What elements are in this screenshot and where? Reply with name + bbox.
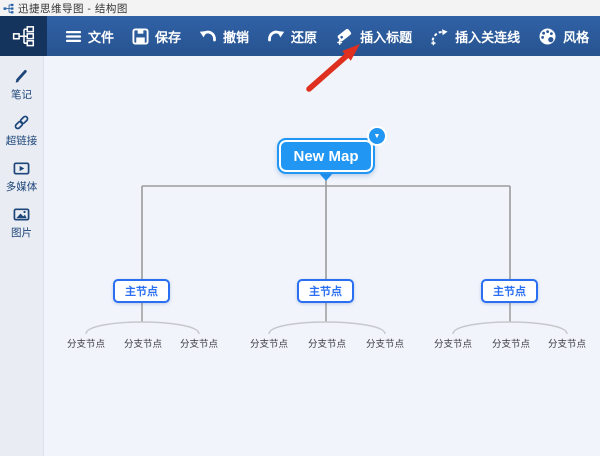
branch-node[interactable]: 分支节点 bbox=[547, 339, 587, 350]
sidebar-item-image-label: 图片 bbox=[11, 227, 32, 239]
branch-node[interactable]: 分支节点 bbox=[249, 339, 289, 350]
floppy-save-icon bbox=[132, 27, 149, 45]
sidebar-item-notes-label: 笔记 bbox=[11, 89, 32, 101]
hamburger-menu-icon bbox=[65, 30, 82, 42]
mindmap-canvas[interactable]: New Map ▼ 主节点 主节点 主节点 分支节点 分支节点 分支节点 分支节… bbox=[44, 56, 600, 456]
sidebar-item-notes[interactable]: 笔记 bbox=[11, 68, 32, 102]
undo-button-label: 撤销 bbox=[223, 29, 250, 45]
tag-icon bbox=[337, 28, 352, 45]
branch-node[interactable]: 分支节点 bbox=[179, 339, 219, 350]
file-button[interactable]: 文件 bbox=[65, 27, 114, 46]
palette-icon bbox=[539, 28, 556, 44]
pencil-icon bbox=[15, 69, 27, 83]
undo-button[interactable]: 撤销 bbox=[199, 27, 249, 46]
root-node[interactable]: New Map bbox=[277, 138, 375, 174]
branch-node[interactable]: 分支节点 bbox=[491, 339, 531, 350]
curved-connector-icon bbox=[431, 28, 448, 45]
branch-node[interactable]: 分支节点 bbox=[123, 339, 163, 350]
branch-node[interactable]: 分支节点 bbox=[66, 339, 106, 350]
insert-relation-button[interactable]: 插入关连线 bbox=[430, 27, 520, 46]
branch-node[interactable]: 分支节点 bbox=[433, 339, 473, 350]
style-button-label: 风格 bbox=[563, 29, 590, 45]
branch-node[interactable]: 分支节点 bbox=[365, 339, 405, 350]
app-menu-button[interactable] bbox=[0, 16, 47, 56]
mindmap-structure-logo-icon bbox=[12, 26, 34, 47]
root-collapse-badge[interactable]: ▼ bbox=[367, 126, 387, 146]
app-logo-icon bbox=[3, 3, 14, 13]
redo-button[interactable]: 还原 bbox=[267, 27, 317, 46]
connector-lines bbox=[85, 172, 568, 335]
file-button-label: 文件 bbox=[88, 29, 115, 45]
insert-title-button-label: 插入标题 bbox=[360, 29, 413, 45]
save-button-label: 保存 bbox=[155, 29, 182, 45]
save-button[interactable]: 保存 bbox=[132, 27, 181, 46]
main-node-1[interactable]: 主节点 bbox=[113, 279, 170, 303]
main-node-2[interactable]: 主节点 bbox=[297, 279, 354, 303]
title-bar: 迅捷思维导图 - 结构图 bbox=[0, 0, 600, 16]
style-button[interactable]: 风格 bbox=[538, 27, 589, 46]
left-sidebar: 笔记 超链接 多媒体 图片 bbox=[0, 56, 44, 456]
redo-arrow-icon bbox=[268, 30, 285, 42]
media-player-icon bbox=[13, 162, 30, 175]
branch-node[interactable]: 分支节点 bbox=[307, 339, 347, 350]
main-toolbar: 文件 保存 撤销 还原 bbox=[0, 16, 600, 56]
root-node-anchor-notch bbox=[318, 172, 334, 181]
sidebar-item-hyperlink-label: 超链接 bbox=[5, 135, 38, 147]
window-title: 迅捷思维导图 - 结构图 bbox=[18, 2, 128, 15]
sidebar-item-image[interactable]: 图片 bbox=[11, 206, 32, 240]
main-node-3[interactable]: 主节点 bbox=[481, 279, 538, 303]
insert-relation-button-label: 插入关连线 bbox=[455, 29, 521, 45]
insert-title-button[interactable]: 插入标题 bbox=[335, 27, 412, 46]
chain-link-icon bbox=[14, 115, 29, 130]
sidebar-item-multimedia[interactable]: 多媒体 bbox=[5, 160, 38, 194]
redo-button-label: 还原 bbox=[291, 29, 318, 45]
picture-icon bbox=[13, 208, 30, 221]
undo-arrow-icon bbox=[199, 30, 216, 42]
sidebar-item-hyperlink[interactable]: 超链接 bbox=[5, 114, 38, 148]
sidebar-item-multimedia-label: 多媒体 bbox=[5, 181, 38, 193]
